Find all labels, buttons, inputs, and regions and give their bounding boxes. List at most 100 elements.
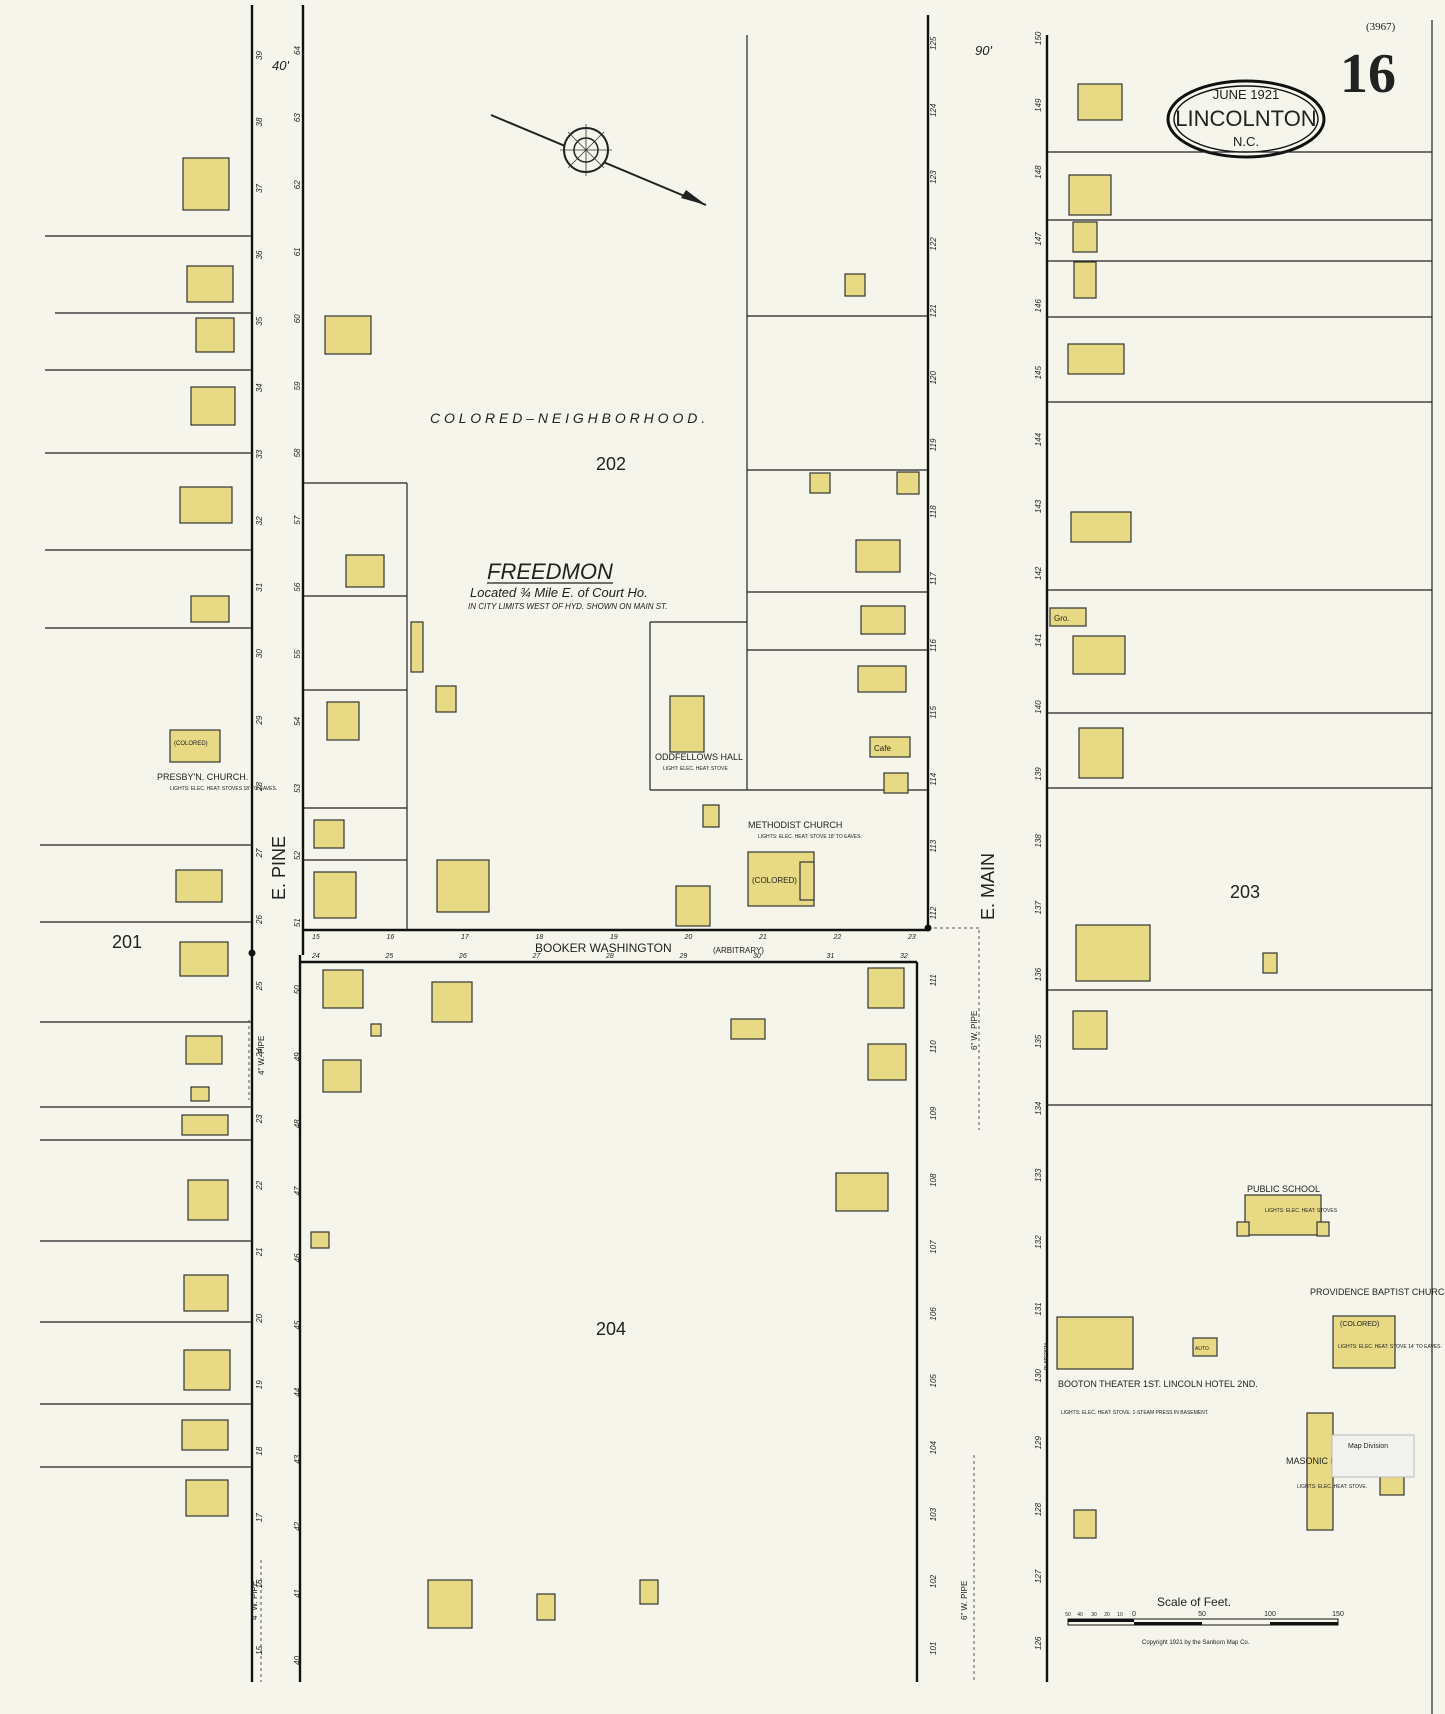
house-number: 25 [255,981,264,991]
scale-tick-label: 100 [1264,1611,1276,1618]
house-number: 126 [1034,1636,1043,1650]
dwelling [809,472,831,494]
house-number: 40 [293,1656,302,1665]
scale-tick-label: 150 [1332,1611,1344,1618]
house-number: 134 [1034,1101,1043,1115]
dwelling [183,1274,229,1312]
sheet-ref: (3967) [1366,21,1396,33]
house-number: 36 [255,250,264,259]
dwelling [190,1086,210,1102]
dwelling [436,859,490,913]
dwelling [186,265,234,303]
dwelling [181,1114,229,1136]
house-number: 128 [1034,1502,1043,1516]
house-number: 54 [293,716,302,725]
house-number: 46 [293,1253,302,1262]
house-number: 108 [929,1173,938,1187]
house-number: 15 [312,934,320,941]
house-number: 26 [458,953,467,960]
dwelling [835,1172,889,1212]
dwelling [1068,174,1112,216]
dwelling [1078,727,1124,779]
house-number: 148 [1034,165,1043,179]
house-number: 50 [293,985,302,994]
house-number: 32 [255,516,264,525]
house-number: 32 [900,953,908,960]
house-number: 101 [929,1642,938,1655]
house-number: 16 [387,934,395,941]
house-number: 147 [1034,232,1043,246]
dwelling [370,1023,382,1037]
dwelling [182,157,230,211]
title-state: N.C. [1233,134,1259,149]
compass-rose-icon [490,114,707,206]
house-number: 133 [1034,1168,1043,1182]
house-number: 109 [929,1106,938,1120]
house-number: 102 [929,1574,938,1588]
house-numbers: 3938373635343332313029282726252423222120… [255,31,1043,1665]
pipe-label-main-low: 6" W. PIPE [960,1581,969,1620]
dwelling [427,1579,473,1629]
house-number: 130 [1034,1369,1043,1383]
freedmon-note: IN CITY LIMITS WEST OF HYD. SHOWN ON MAI… [468,602,667,611]
house-number: 105 [929,1374,938,1388]
house-number: 45 [293,1320,302,1329]
house-number: 106 [929,1307,938,1321]
house-number: 113 [929,839,938,852]
house-number: 48 [293,1119,302,1128]
dwelling [190,386,236,426]
house-number: 135 [1034,1034,1043,1048]
house-number: 24 [311,953,320,960]
scale-tick-label: 30 [1091,1612,1097,1618]
freedmon-label: FREEDMON [487,559,613,584]
house-number: 63 [293,113,302,122]
house-number: 29 [679,953,688,960]
title-date: JUNE 1921 [1213,87,1279,102]
house-number: 107 [929,1240,938,1254]
scale-tick-label: 10 [1117,1612,1123,1618]
methodist-label: METHODIST CHURCH [748,820,842,830]
dwelling [179,486,233,524]
title-city: LINCOLNTON [1175,106,1316,131]
pine-street [250,5,305,1682]
booton-theater: BOOTON THEATER 1ST. LINCOLN HOTEL 2ND. L… [1044,1316,1258,1416]
dwelling [183,1349,231,1391]
house-number: 37 [255,183,264,192]
house-number: 61 [293,247,302,256]
house-number: 44 [293,1387,302,1396]
house-number: 150 [1034,31,1043,45]
dwelling [175,869,223,903]
map-division-stamp: Map Division [1331,1434,1415,1478]
dwelling [702,804,720,828]
house-number: 103 [929,1507,938,1521]
house-number: 64 [293,46,302,55]
providence-baptist-church: (COLORED) PROVIDENCE BAPTIST CHURCH LIGH… [1310,1287,1445,1369]
house-number: 57 [293,515,302,524]
auto-garage: AUTO. [1192,1337,1218,1357]
pipe-label-pine-low: 4" W. PIPE [250,1581,259,1620]
house-number: 51 [293,918,302,927]
house-number: 30 [255,649,264,658]
house-number: 49 [293,1052,302,1061]
dwelling [675,885,711,927]
house-number: 118 [929,505,938,518]
house-number: 58 [293,448,302,457]
house-number: 53 [293,783,302,792]
dwelling [324,315,372,355]
oddfellows-hall: ODDFELLOWS HALL LIGHT: ELEC. HEAT: STOVE [655,695,743,772]
dwelling [883,772,909,794]
svg-text:PLATFORM: PLATFORM [1044,1343,1050,1370]
house-number: 119 [929,438,938,451]
house-number: 56 [293,582,302,591]
pipe-label-main: 6" W. PIPE [970,1011,979,1050]
dwelling [1073,1509,1097,1539]
sheet-number: 16 [1340,43,1396,105]
house-number: 18 [536,934,544,941]
house-number: 29 [255,715,264,725]
dwelling [313,871,357,919]
dwelling [1072,221,1098,253]
masonic-label: MASONIC HALL [1286,1456,1353,1466]
house-number: 142 [1034,566,1043,580]
block-201: 201 [112,932,142,952]
block-204: 204 [596,1319,626,1339]
